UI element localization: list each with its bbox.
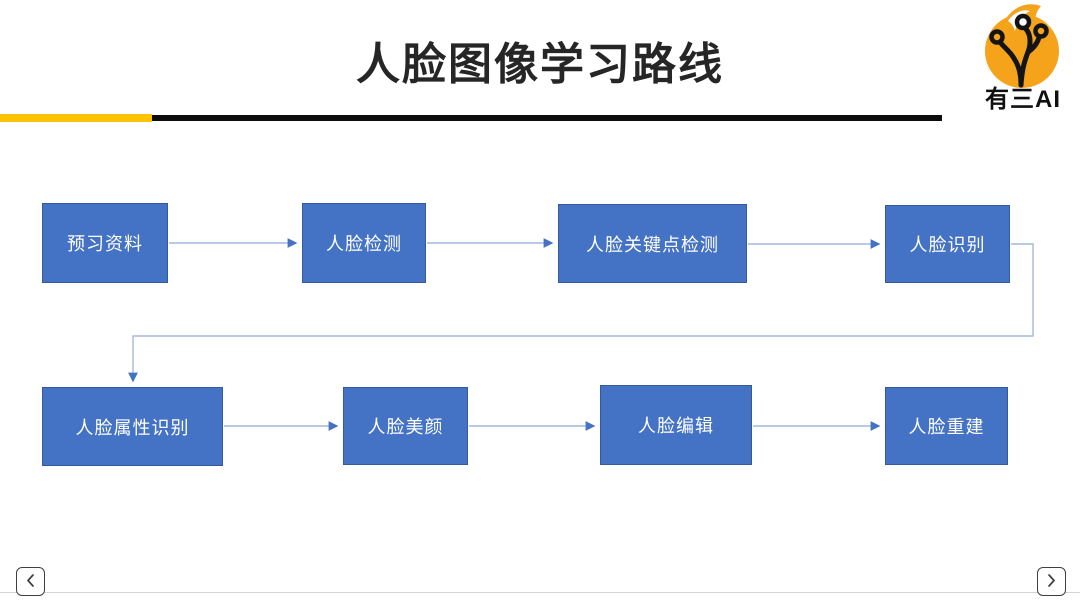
- node-label: 人脸属性识别: [75, 417, 190, 438]
- divider-bar: [152, 115, 942, 121]
- divider-accent-bar: [0, 114, 152, 122]
- sprout-flame-icon: [974, 4, 1072, 90]
- node-face-landmark-detection: 人脸关键点检测: [558, 204, 747, 283]
- previous-slide-button[interactable]: [16, 567, 45, 596]
- node-label: 人脸检测: [326, 234, 402, 254]
- chevron-right-icon: [1045, 573, 1058, 591]
- bottom-separator: [0, 592, 1080, 593]
- page-title: 人脸图像学习路线: [356, 40, 724, 89]
- node-face-recognition: 人脸识别: [885, 205, 1010, 283]
- node-preview-materials: 预习资料: [42, 203, 168, 283]
- node-face-attribute-recognition: 人脸属性识别: [42, 387, 223, 466]
- next-slide-button[interactable]: [1037, 567, 1066, 596]
- node-label: 人脸识别: [909, 235, 986, 255]
- node-face-reconstruction: 人脸重建: [885, 387, 1008, 465]
- node-label: 人脸关键点检测: [586, 234, 719, 255]
- brand-logo: 有三AI: [974, 4, 1072, 116]
- node-face-editing: 人脸编辑: [600, 385, 752, 465]
- node-label: 人脸美颜: [367, 417, 444, 437]
- node-label: 人脸重建: [908, 417, 985, 437]
- node-label: 预习资料: [67, 234, 143, 254]
- node-face-detection: 人脸检测: [302, 203, 426, 283]
- chevron-left-icon: [24, 573, 37, 591]
- brand-name: 有三AI: [985, 86, 1061, 113]
- node-label: 人脸编辑: [638, 416, 714, 436]
- node-face-beautification: 人脸美颜: [343, 387, 468, 465]
